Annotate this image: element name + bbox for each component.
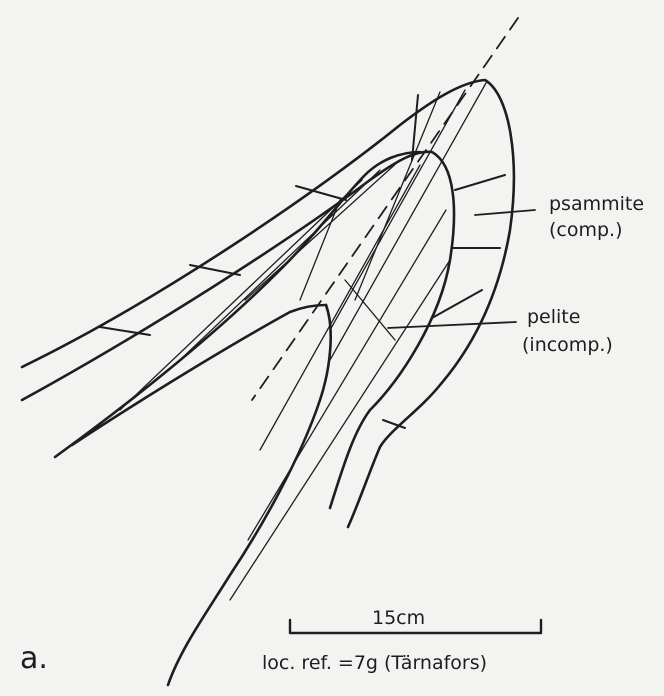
- psammite-leader: [475, 210, 535, 215]
- panel-label: a.: [20, 641, 48, 676]
- psammite-crossline: [455, 175, 505, 190]
- cleavage-trace: [330, 83, 486, 360]
- psammite-inner-boundary: [22, 152, 454, 508]
- pelite-label: pelite: [527, 306, 580, 328]
- pelite-note: (incomp.): [522, 334, 613, 356]
- psammite-crossline: [190, 265, 240, 275]
- cleavage-trace: [180, 170, 380, 360]
- cleavage-trace: [245, 160, 400, 300]
- psammite-crossline: [432, 290, 482, 318]
- cleavage-trace: [355, 92, 440, 300]
- psammite-label: psammite: [549, 193, 644, 215]
- psammite-crossline: [412, 95, 418, 160]
- psammite-outer-limb: [348, 447, 380, 527]
- core-boundary-left: [72, 305, 326, 445]
- core-boundary-right: [168, 305, 331, 685]
- locality-reference: loc. ref. =7g (Tärnafors): [262, 652, 487, 674]
- scale-label: 15cm: [372, 607, 425, 629]
- axial-trace: [252, 18, 518, 400]
- psammite-note: (comp.): [549, 219, 623, 241]
